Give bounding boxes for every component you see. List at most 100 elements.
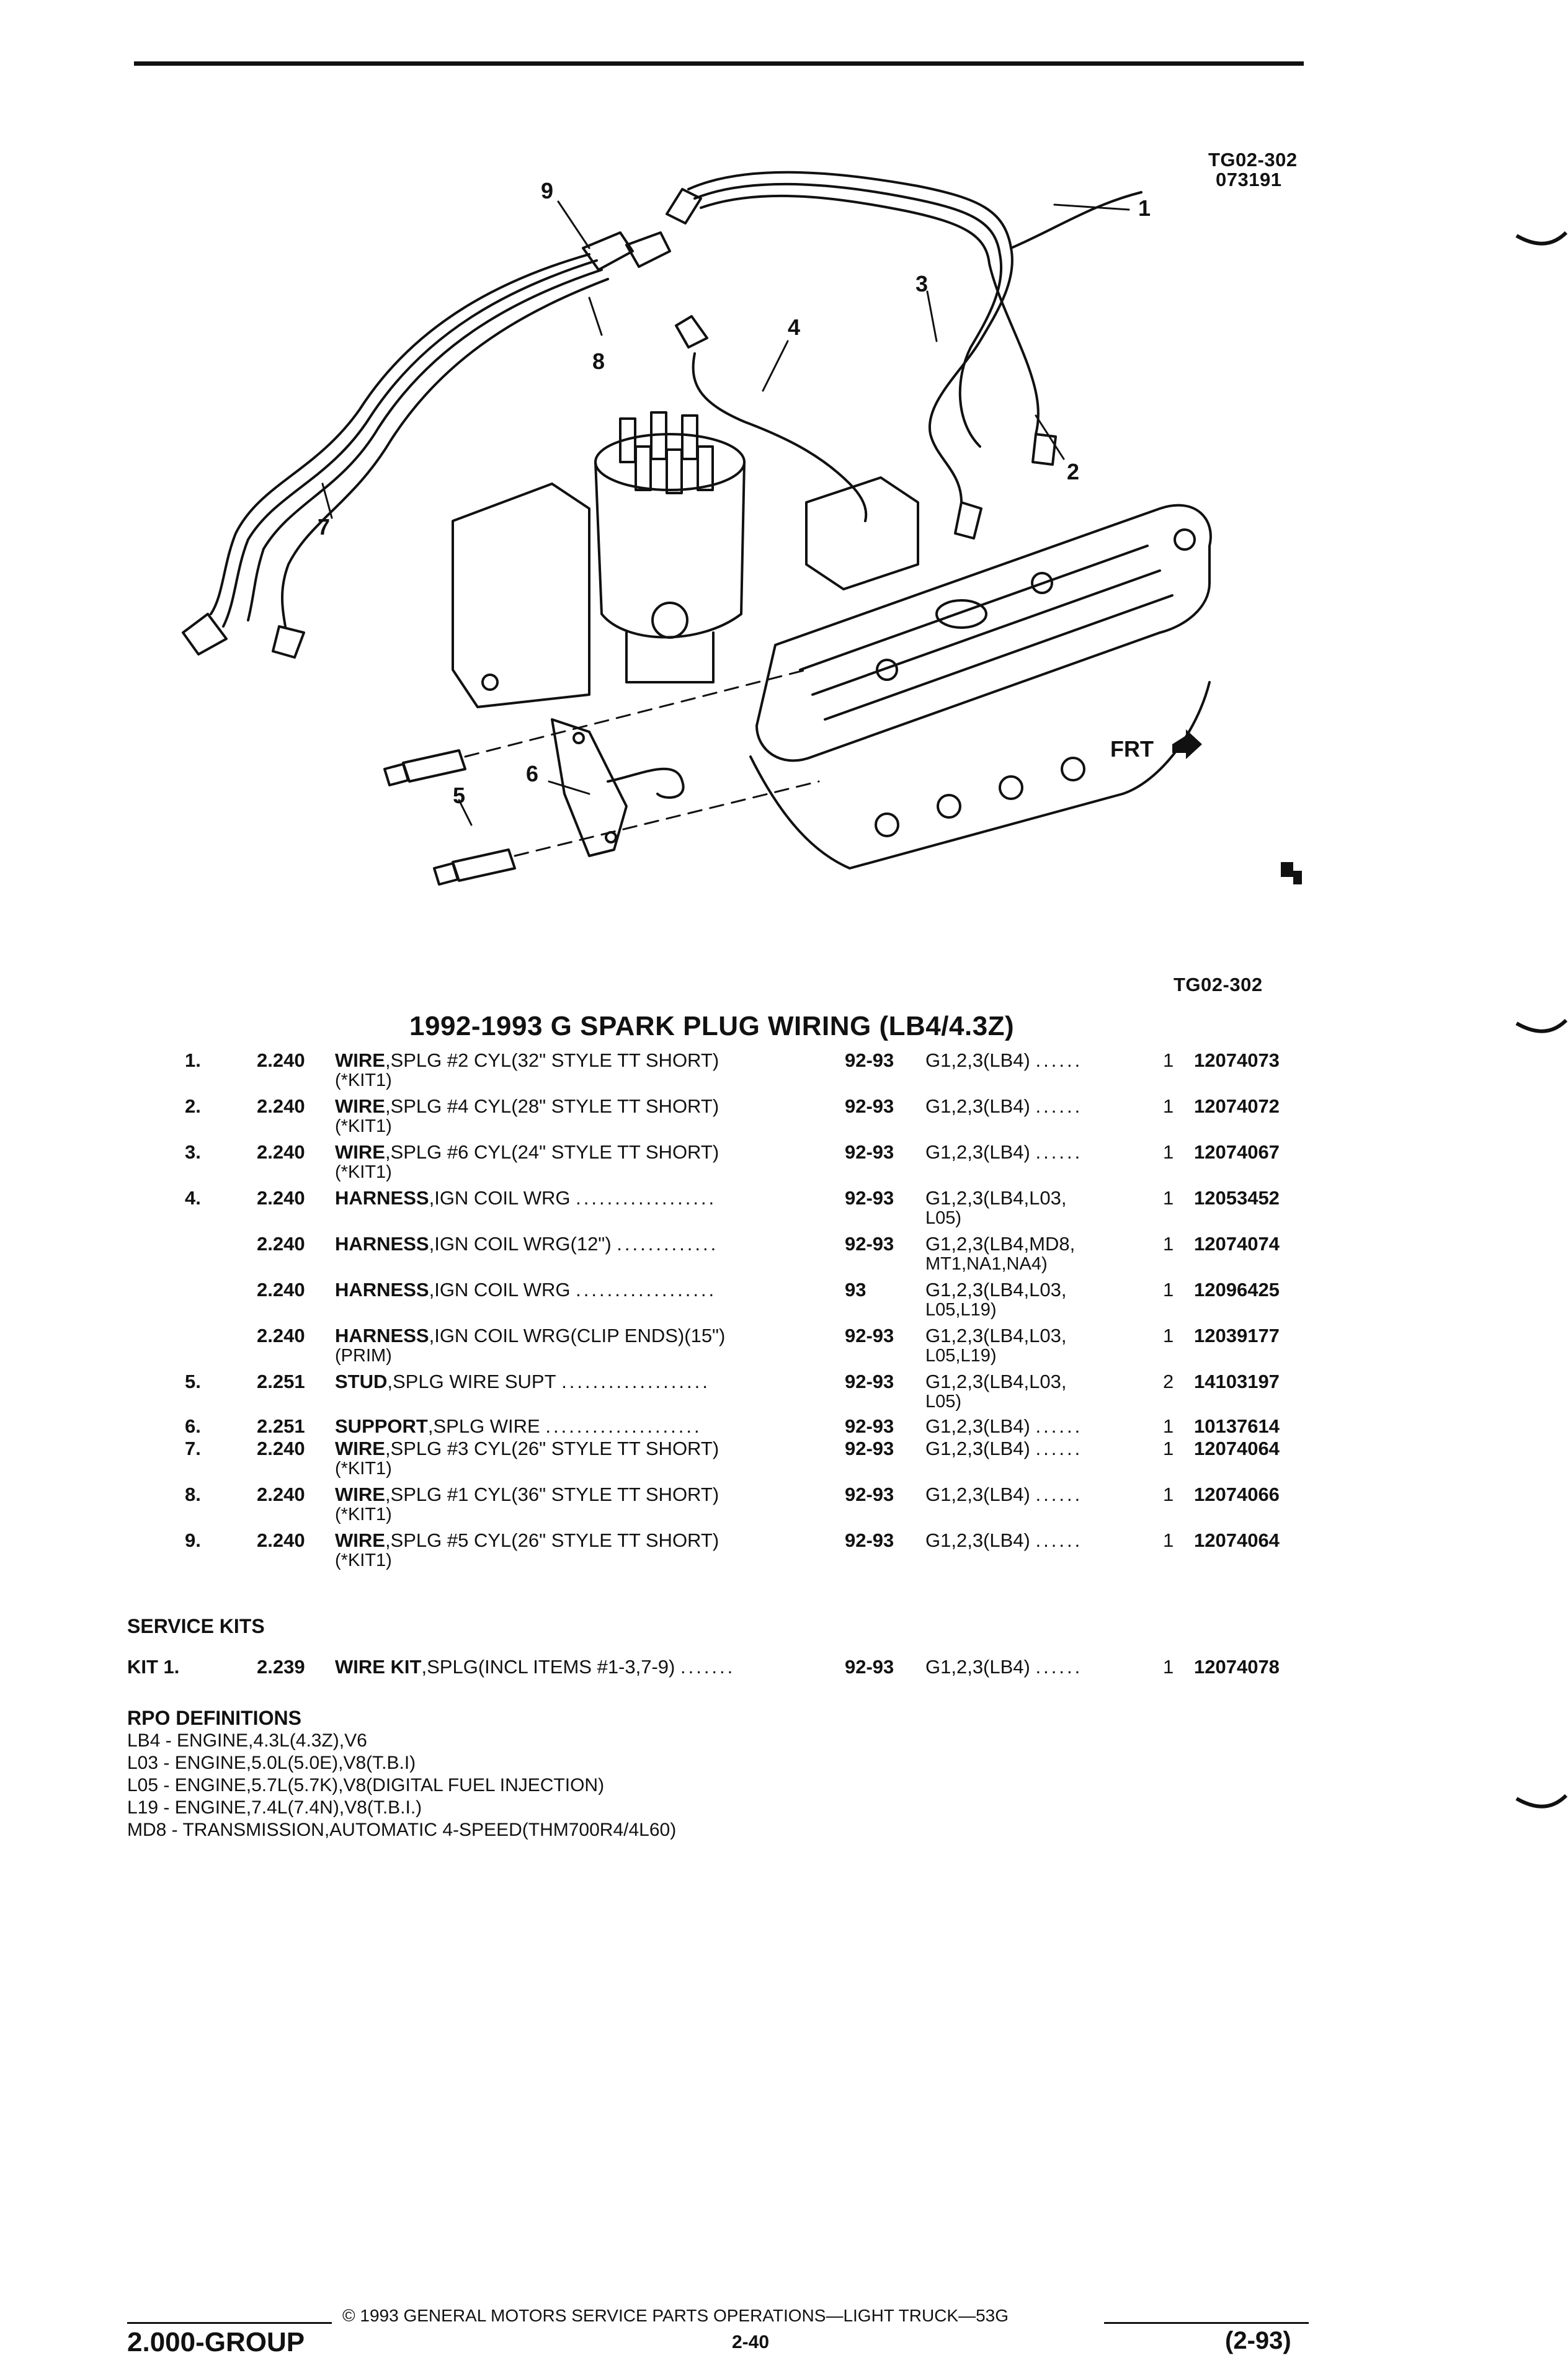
model-years: 92-93 [845,1529,894,1551]
callout-1: 1 [1138,195,1151,221]
kit-description: WIRE KIT,SPLG(INCL ITEMS #1-3,7-9) .....… [335,1656,736,1678]
margin-mark [1515,1018,1568,1033]
model-years: 92-93 [845,1049,894,1071]
item-number: 6. [185,1415,201,1437]
quantity: 1 [1163,1279,1174,1301]
catalog-code: 2.240 [257,1049,305,1071]
rpo-line: L19 - ENGINE,7.4L(7.4N),V8(T.B.I.) [127,1797,422,1818]
parts-row-continuation: L05) [0,1392,1568,1413]
description-continuation: (*KIT1) [335,1505,392,1524]
callout-7: 7 [318,514,330,540]
parts-row-continuation: (*KIT1) [0,1162,1568,1183]
part-number: 12074072 [1194,1095,1280,1117]
stud-lower [452,848,516,882]
application: G1,2,3(LB4) ...... [925,1438,1083,1459]
item-number: 4. [185,1187,201,1209]
parts-row-continuation: MT1,NA1,NA4) [0,1254,1568,1275]
quantity: 1 [1163,1325,1174,1346]
callout-9: 9 [541,178,553,203]
item-number: 1. [185,1049,201,1071]
catalog-code: 2.251 [257,1415,305,1437]
catalog-code: 2.240 [257,1438,305,1459]
part-number: 12053452 [1194,1187,1280,1209]
part-description: HARNESS,IGN COIL WRG .................. [335,1279,717,1301]
spark-plug-wiring-diagram: FRT 1 2 3 4 5 6 7 8 9 [182,171,1302,886]
catalog-code: 2.251 [257,1371,305,1392]
top-rule [134,61,1304,66]
footer-date: (2-93) [1225,2327,1291,2354]
footer-rule-right [1104,2322,1309,2324]
application-continuation: L05,L19) [925,1300,997,1320]
catalog-code: 2.240 [257,1279,305,1301]
part-number: 12074074 [1194,1233,1280,1255]
application: G1,2,3(LB4) ...... [925,1529,1083,1551]
description-continuation: (*KIT1) [335,1116,392,1136]
front-label: FRT [1110,736,1154,762]
part-description: WIRE,SPLG #2 CYL(32" STYLE TT SHORT) [335,1049,719,1071]
model-years: 92-93 [845,1371,894,1392]
footer-copyright: © 1993 GENERAL MOTORS SERVICE PARTS OPER… [342,2306,1009,2325]
catalog-code: 2.240 [257,1325,305,1346]
part-number: 12074064 [1194,1529,1280,1551]
catalog-code: 2.240 [257,1529,305,1551]
callout-5: 5 [453,783,465,808]
application-continuation: L05,L19) [925,1346,997,1366]
application: G1,2,3(LB4,L03, [925,1371,1067,1392]
application: G1,2,3(LB4,MD8, [925,1233,1076,1255]
part-description: HARNESS,IGN COIL WRG .................. [335,1187,717,1209]
callout-4: 4 [788,314,800,340]
item-number: 3. [185,1141,201,1163]
kit-number: KIT 1. [127,1656,180,1678]
valve-cover [755,504,1212,762]
stud-upper [402,749,466,783]
description-continuation: (PRIM) [335,1346,392,1366]
application: G1,2,3(LB4,L03, [925,1325,1067,1346]
model-years: 92-93 [845,1141,894,1163]
page-title: 1992-1993 G SPARK PLUG WIRING (LB4/4.3Z) [409,1011,1015,1041]
kit-year: 92-93 [845,1656,894,1678]
description-continuation: (*KIT1) [335,1459,392,1479]
model-years: 92-93 [845,1187,894,1209]
application: G1,2,3(LB4) ...... [925,1415,1083,1437]
item-number: 8. [185,1484,201,1505]
parts-row-continuation: (*KIT1) [0,1505,1568,1526]
application: G1,2,3(LB4,L03, [925,1187,1067,1209]
parts-row-continuation: L05,L19) [0,1300,1568,1321]
part-number: 12074064 [1194,1438,1280,1459]
quantity: 1 [1163,1415,1174,1437]
callout-2: 2 [1067,459,1079,484]
item-number: 9. [185,1529,201,1551]
application-continuation: L05) [925,1208,962,1228]
figure-date-code: 073191 [1216,169,1282,190]
application: G1,2,3(LB4) ...... [925,1095,1083,1117]
part-description: HARNESS,IGN COIL WRG(12") ............. [335,1233,719,1255]
part-number: 12074073 [1194,1049,1280,1071]
catalog-code: 2.240 [257,1233,305,1255]
wire-bundle-left [210,253,590,615]
service-kits-heading: SERVICE KITS [127,1615,265,1637]
quantity: 1 [1163,1438,1174,1459]
model-years: 92-93 [845,1095,894,1117]
service-kit-row: KIT 1. 2.239 WIRE KIT,SPLG(INCL ITEMS #1… [0,1656,1568,1681]
description-continuation: (*KIT1) [335,1550,392,1570]
catalog-code: 2.240 [257,1095,305,1117]
parts-row: 2.240 HARNESS,IGN COIL WRG(12") .........… [0,1233,1568,1258]
item-number: 7. [185,1438,201,1459]
margin-mark [1515,1794,1568,1809]
model-years: 92-93 [845,1415,894,1437]
quantity: 1 [1163,1529,1174,1551]
figure-id-bottom: TG02-302 [1174,974,1263,995]
callout-6: 6 [526,761,538,786]
application: G1,2,3(LB4) ...... [925,1484,1083,1505]
quantity: 1 [1163,1095,1174,1117]
parts-row: 2.240 HARNESS,IGN COIL WRG ..............… [0,1279,1568,1304]
item-number: 2. [185,1095,201,1117]
